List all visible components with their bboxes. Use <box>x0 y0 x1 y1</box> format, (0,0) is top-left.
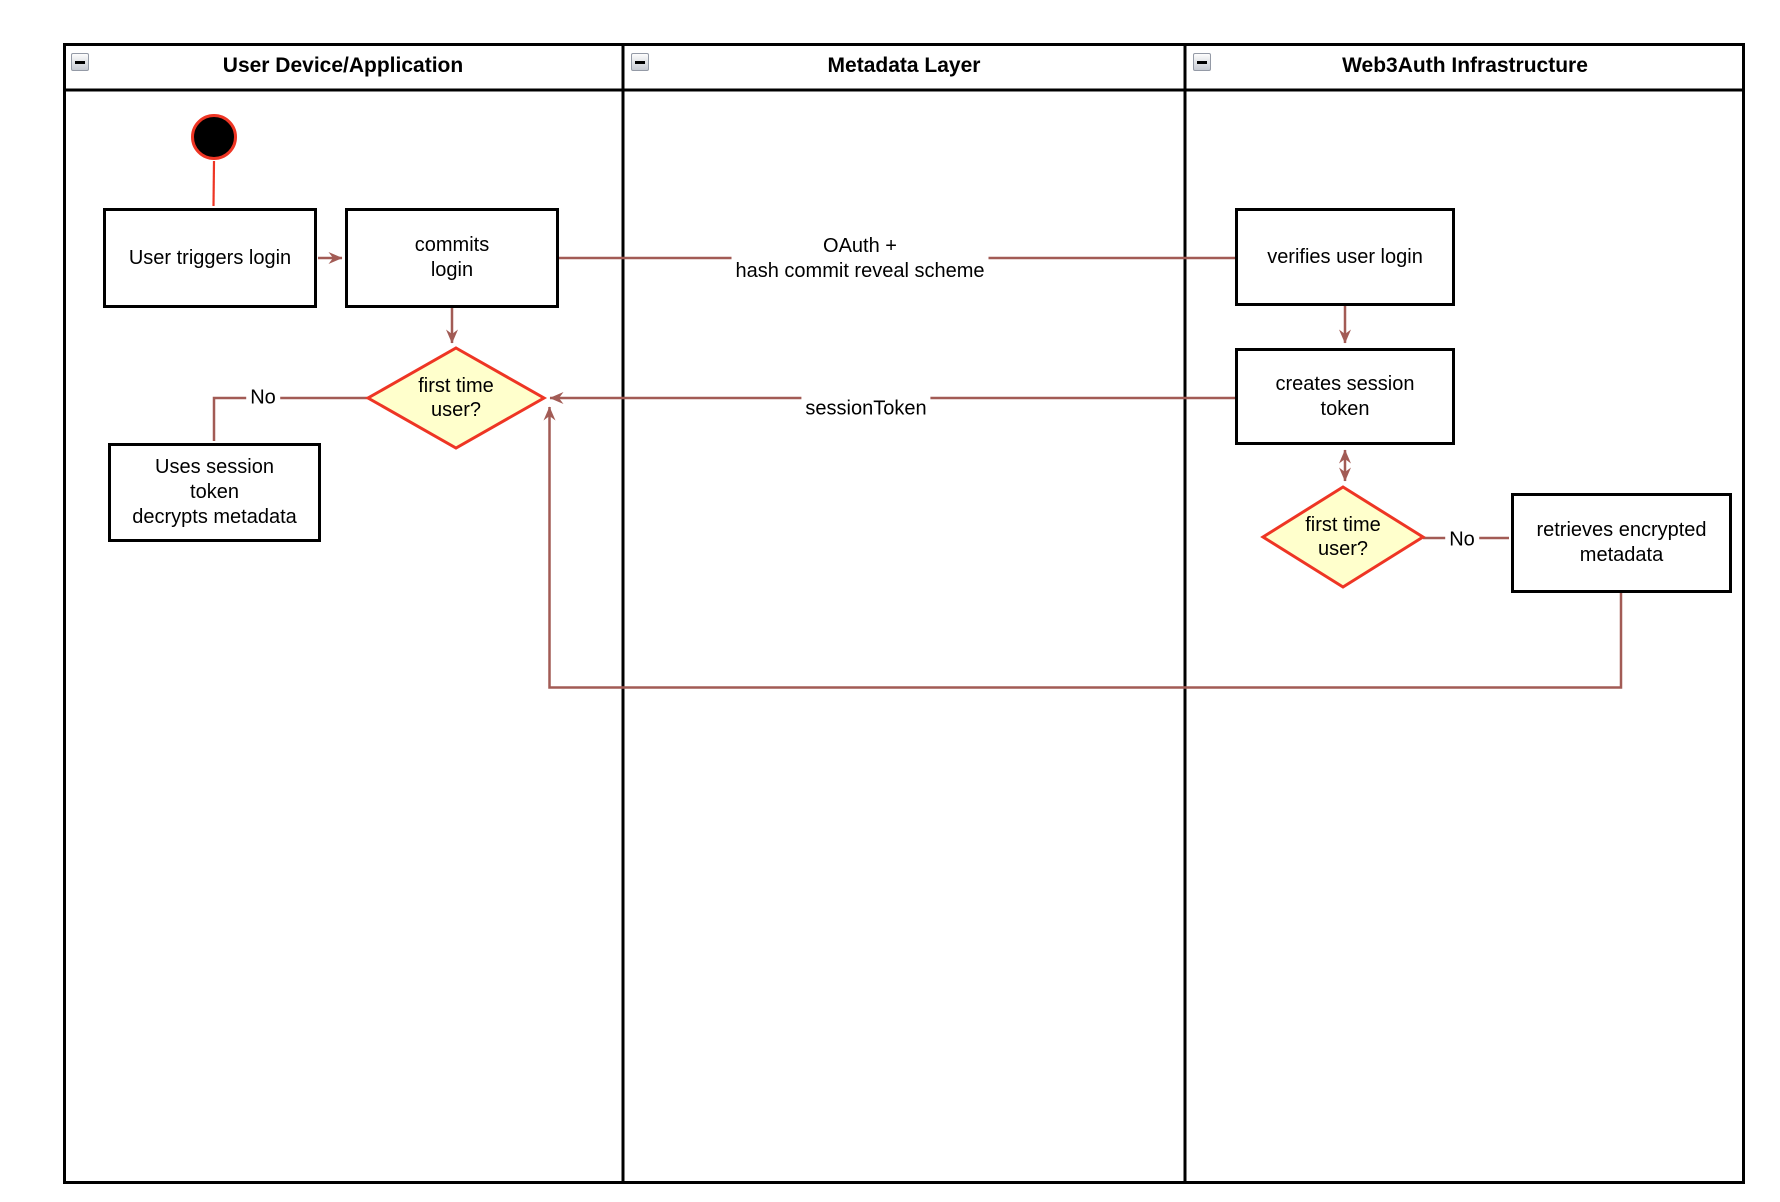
activity-label: User triggers login <box>128 246 292 269</box>
edge-label-sessiontoken: sessionToken <box>801 395 931 423</box>
decision-first-time-user-left[interactable]: first time user? <box>364 344 548 452</box>
collapse-lane-metadata-button[interactable] <box>631 53 649 71</box>
activity-label: Uses session token decrypts metadata <box>132 456 297 528</box>
edge-start-to-user-triggers <box>212 160 216 207</box>
lane-title-web3auth: Web3Auth Infrastructure <box>1342 54 1588 77</box>
edge-decision-no-to-uses-session <box>212 396 368 441</box>
decision-label: first time user? <box>1305 514 1381 560</box>
lane-title-metadata-layer: Metadata Layer <box>827 54 981 77</box>
lane-title-user-device: User Device/Application <box>222 54 464 77</box>
decision-first-time-user-right[interactable]: first time user? <box>1259 483 1427 591</box>
minus-icon <box>75 60 85 64</box>
edge-retrieves-feedback-to-decision <box>543 406 1623 689</box>
diamond-shape <box>1260 485 1426 589</box>
diamond-shape <box>364 346 548 450</box>
decision-label: first time user? <box>418 375 494 421</box>
edge-label-oauth: OAuth + hash commit reveal scheme <box>731 233 989 285</box>
activity-creates-session-token[interactable]: creates session token <box>1235 348 1455 445</box>
activity-label: retrieves encrypted metadata <box>1536 519 1707 566</box>
activity-uses-session-token[interactable]: Uses session token decrypts metadata <box>108 443 321 542</box>
edge-label-no-right: No <box>1445 526 1479 554</box>
activity-retrieves-encrypted-metadata[interactable]: retrieves encrypted metadata <box>1511 493 1732 593</box>
activity-label: creates session token <box>1275 372 1415 420</box>
activity-label: verifies user login <box>1267 245 1423 268</box>
activity-user-triggers-login[interactable]: User triggers login <box>103 208 317 308</box>
activity-verifies-user-login[interactable]: verifies user login <box>1235 208 1455 306</box>
minus-icon <box>1197 60 1207 64</box>
activity-commits-login[interactable]: commits login <box>345 208 559 308</box>
diagram-border <box>63 43 1745 1184</box>
start-node[interactable] <box>191 114 237 160</box>
minus-icon <box>635 60 645 64</box>
edge-label-no-left: No <box>246 384 280 412</box>
collapse-lane-web3auth-button[interactable] <box>1193 53 1211 71</box>
collapse-lane-user-device-button[interactable] <box>71 53 89 71</box>
activity-label: commits login <box>414 234 490 281</box>
